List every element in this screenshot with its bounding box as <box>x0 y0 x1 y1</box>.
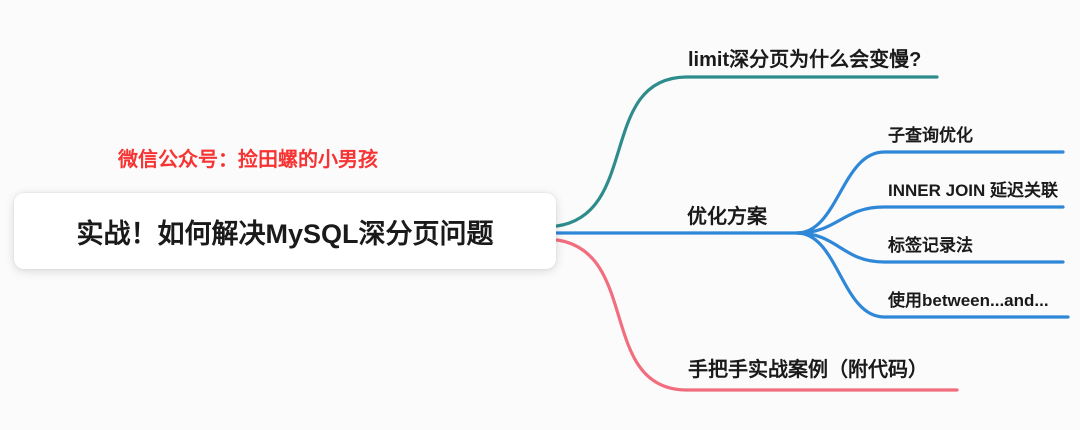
node-label-subquery-optimization[interactable]: 子查询优化 <box>888 126 973 145</box>
node-label-hands-on-case[interactable]: 手把手实战案例（附代码） <box>688 359 928 381</box>
branch-line-limit-slow <box>555 75 939 228</box>
node-label-limit-slow[interactable]: limit深分页为什么会变慢? <box>688 49 922 71</box>
wechat-watermark-text: 微信公众号：捡田螺的小男孩 <box>118 149 378 171</box>
root-node-label: 实战！如何解决MySQL深分页问题 <box>76 218 494 249</box>
node-label-between-and[interactable]: 使用between...and... <box>888 291 1049 310</box>
node-label-tag-record-method[interactable]: 标签记录法 <box>888 236 973 255</box>
branch-line-inner-join <box>795 205 1065 235</box>
node-label-inner-join-deferred[interactable]: INNER JOIN 延迟关联 <box>888 181 1059 200</box>
node-label-solutions[interactable]: 优化方案 <box>687 206 767 228</box>
root-node[interactable]: 实战！如何解决MySQL深分页问题 <box>14 193 556 269</box>
